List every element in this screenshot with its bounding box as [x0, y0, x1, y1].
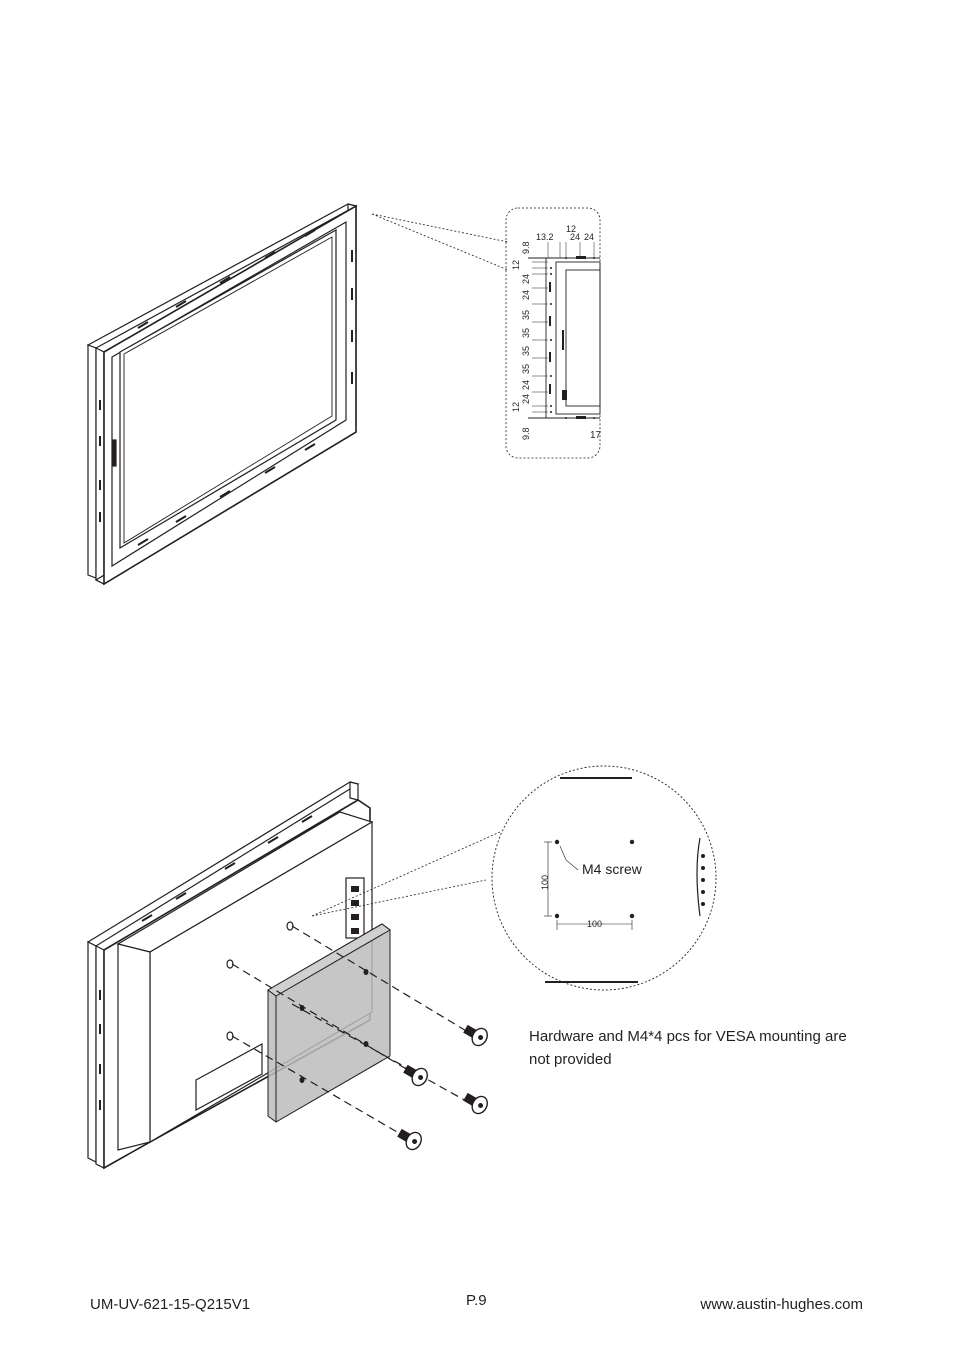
dim-left-24-a: 24: [521, 274, 531, 284]
page-number: P.9: [466, 1292, 487, 1309]
dim-left-24-b: 24: [521, 290, 531, 300]
dim-left-9-8-top: 9.8: [521, 241, 531, 254]
dim-left-35-a: 35: [521, 310, 531, 320]
dim-top-13-2: 13.2: [536, 232, 554, 242]
dim-left-12-top: 12: [511, 260, 521, 270]
vesa-hardware-note: Hardware and M4*4 pcs for VESA mounting …: [529, 1028, 847, 1068]
website-url: www.austin-hughes.com: [700, 1296, 863, 1313]
dim-top-24-b: 24: [584, 232, 594, 242]
dim-left-35-d: 35: [521, 364, 531, 374]
m4-screw-label: M4 screw: [582, 861, 643, 877]
m4-screws: [397, 1024, 488, 1151]
open-frame-monitor-rear: [86, 781, 469, 1170]
vesa-hole-detail-callout: M4 screw 100 100: [491, 765, 717, 991]
dim-top-12: 12: [566, 224, 576, 234]
dim-left-9-8-bottom: 9.8: [521, 427, 531, 440]
vesa-leader-lines: [311, 831, 501, 917]
dim-left-12-bottom: 12: [511, 402, 521, 412]
dim-left-24-c: 24: [521, 380, 531, 390]
dimension-detail-callout: 13.2 12 24 24 9.8 12 24 24 35 35 35 35 2…: [505, 207, 602, 459]
dim-vertical-100: 100: [540, 875, 550, 890]
dim-left-24-d: 24: [521, 394, 531, 404]
dim-left-35-b: 35: [521, 328, 531, 338]
dim-top-24-a: 24: [570, 232, 580, 242]
open-frame-monitor-front: [86, 203, 358, 586]
dim-bottom-17: 17: [590, 430, 602, 441]
dim-horizontal-100: 100: [587, 919, 602, 929]
document-code: UM-UV-621-15-Q215V1: [90, 1296, 251, 1313]
dim-left-35-c: 35: [521, 346, 531, 356]
detail-leader-lines: [371, 213, 509, 271]
